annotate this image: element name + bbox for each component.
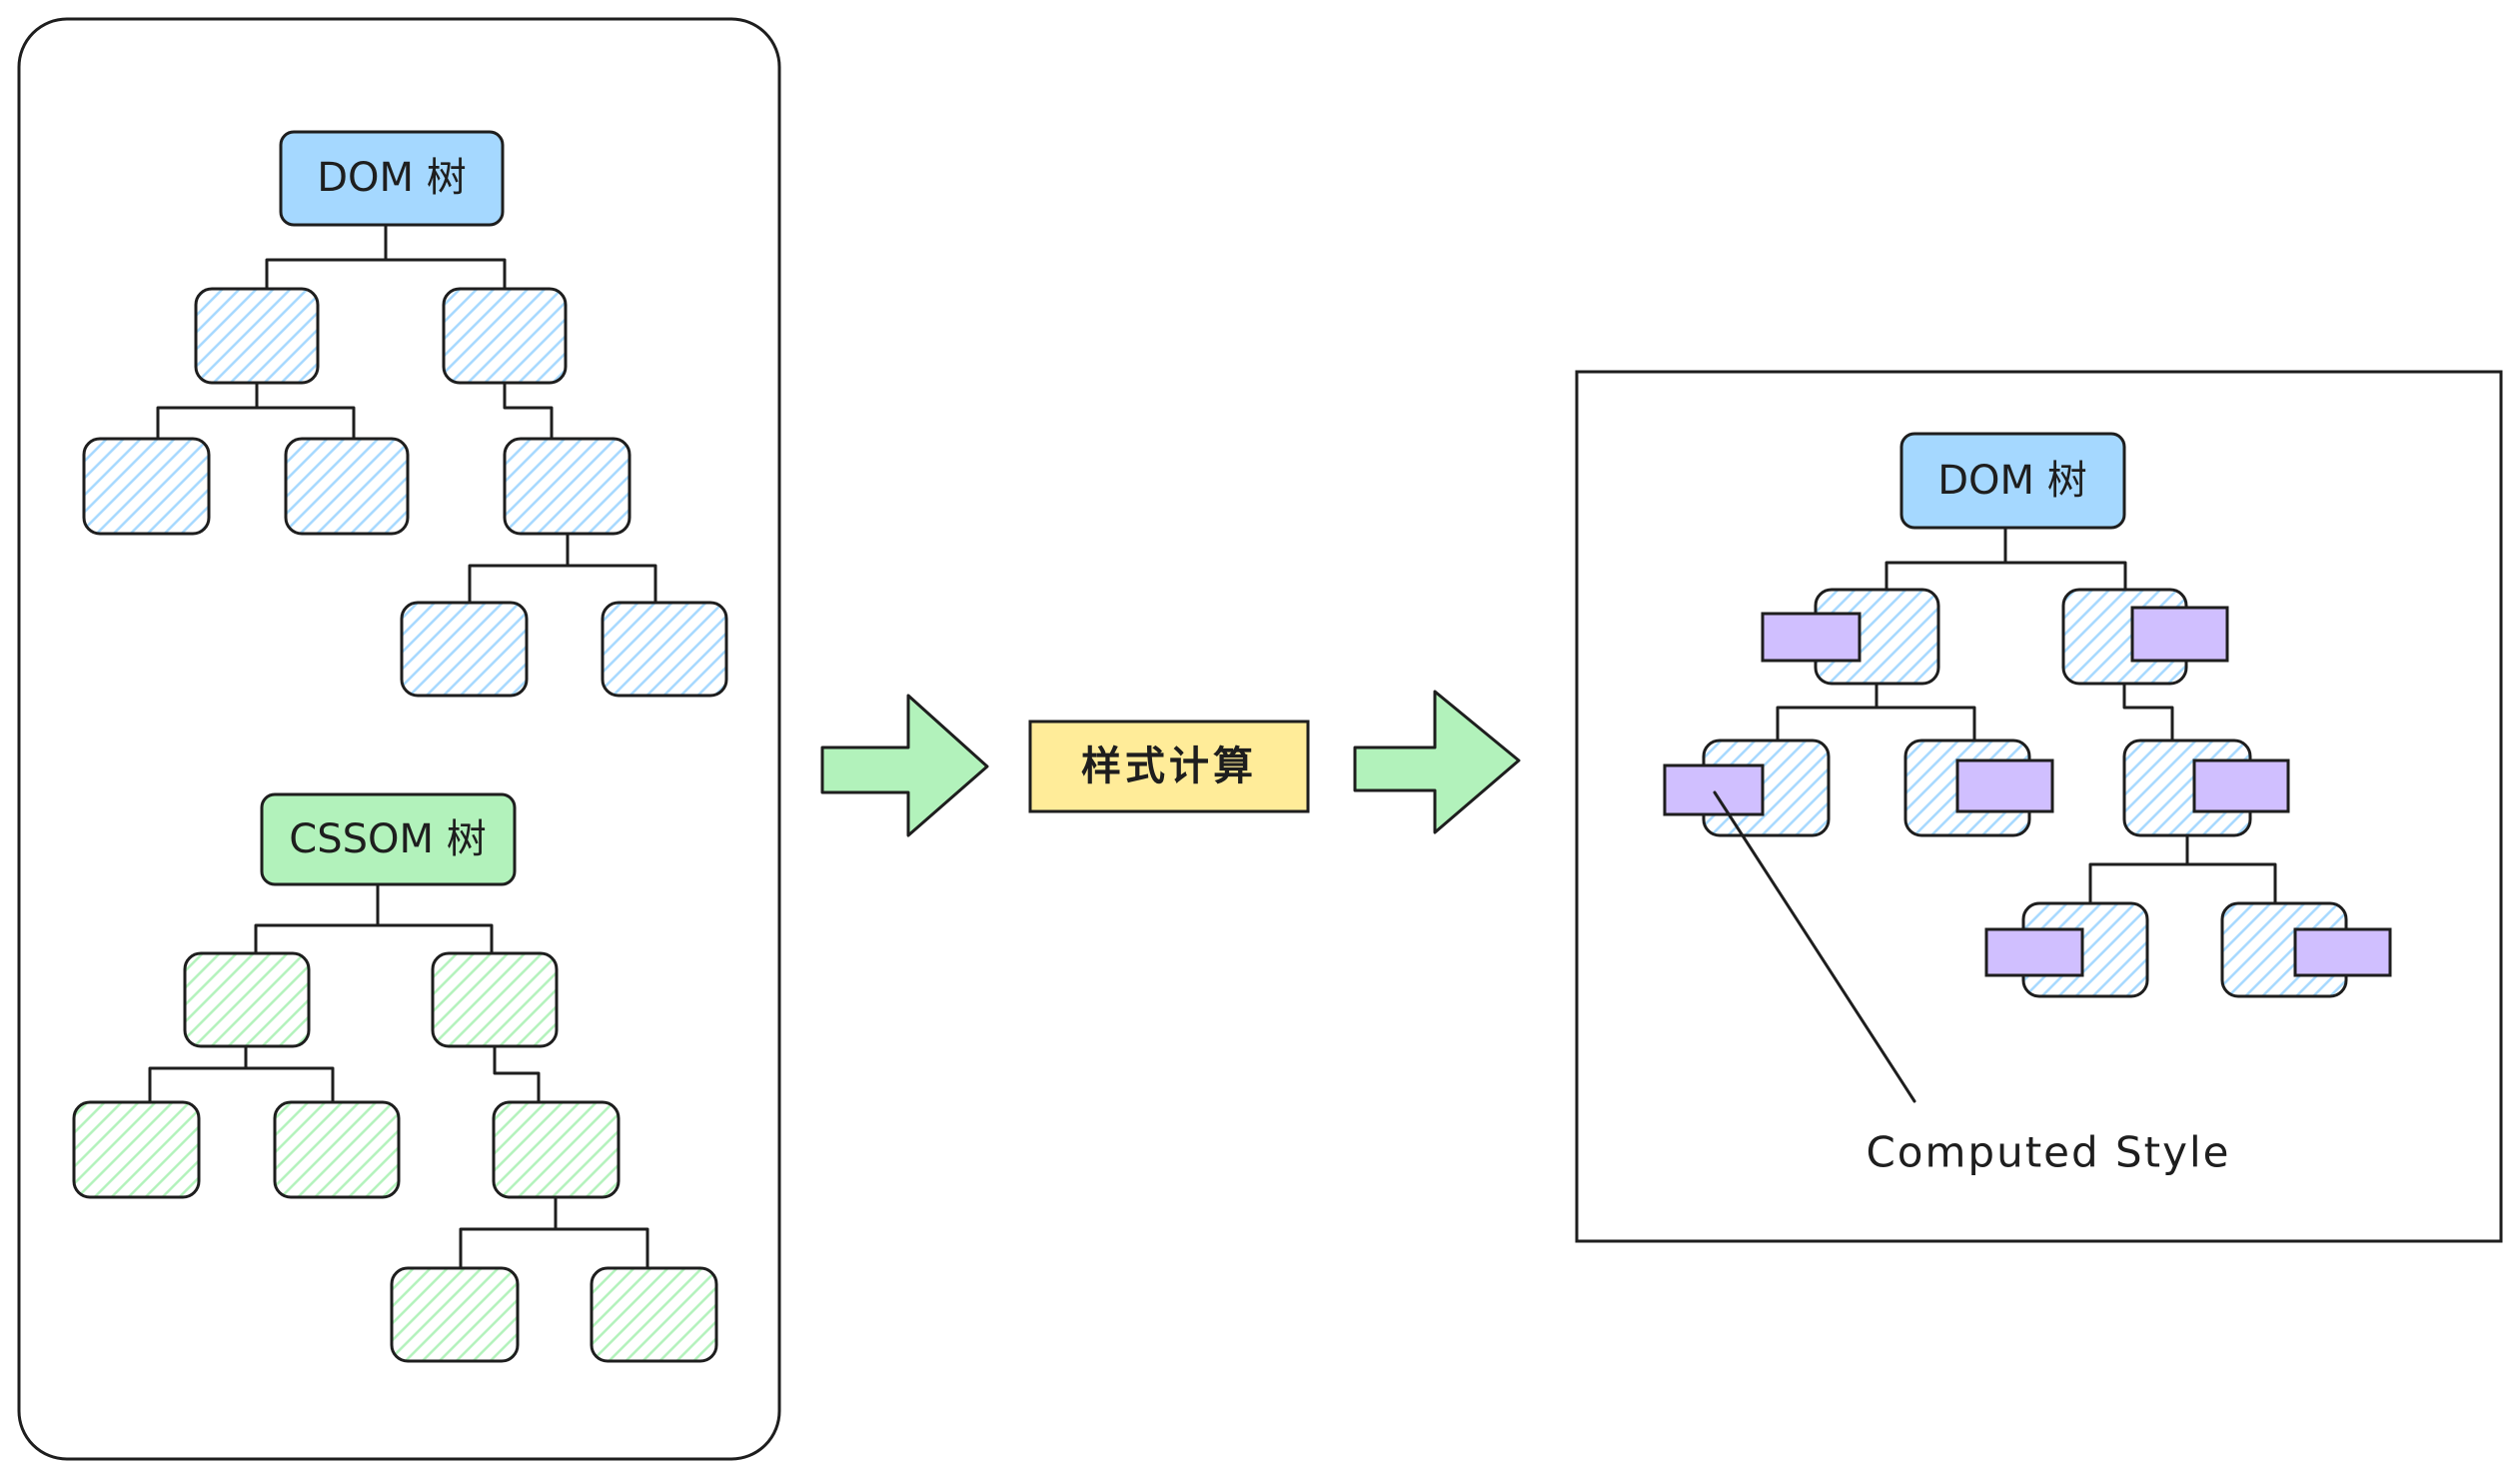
dom-tree-node (82, 437, 211, 536)
cssom-tree-root-node (260, 792, 517, 886)
cssom-tree-node (590, 1266, 718, 1363)
computed-style-label: Computed Style (1866, 1128, 2230, 1177)
right-arrow-icon (1353, 690, 1521, 834)
cssom-tree-node (183, 951, 311, 1048)
dom-tree-node (400, 601, 529, 698)
computed-style-box (1761, 612, 1862, 663)
computed-style-box (1955, 758, 2054, 813)
dom-tree: DOM 树 (82, 130, 728, 698)
left-panel-frame (17, 17, 781, 1461)
cssom-tree: CSSOM 树 (72, 792, 718, 1363)
computed-style-box (2130, 606, 2229, 663)
computed-style-box (2293, 927, 2392, 977)
style-calculation-label: 样式计算 (1081, 743, 1257, 789)
cssom-tree-node (273, 1100, 401, 1199)
dom-tree-node (503, 437, 631, 536)
style-calculation-step: 样式计算 (1028, 720, 1310, 813)
result-dom-tree-root-node (1899, 432, 2126, 530)
computed-style-box (2192, 758, 2290, 813)
cssom-tree-node (390, 1266, 520, 1363)
right-arrow-icon (820, 694, 989, 837)
computed-style-box (1984, 927, 2084, 977)
cssom-tree-node (431, 951, 559, 1048)
result-panel: DOM 树 Computed Style (1575, 370, 2503, 1243)
dom-tree-label: DOM 树 (317, 155, 467, 201)
dom-tree-root-node (279, 130, 505, 227)
dom-tree-node (442, 287, 568, 385)
dom-tree-node (601, 601, 728, 698)
tree-connector (148, 882, 649, 1270)
result-panel-frame (1575, 370, 2503, 1243)
dom-tree-node (194, 287, 320, 385)
cssom-tree-node (72, 1100, 201, 1199)
tree-connector (1776, 526, 2277, 905)
dom-tree-node (284, 437, 410, 536)
left-panel: DOM 树 CSSOM 树 (17, 17, 781, 1461)
style-calculation-box (1028, 720, 1310, 813)
cssom-tree-label: CSSOM 树 (289, 816, 486, 862)
tree-connector (156, 223, 657, 605)
annotation-line (1713, 790, 1916, 1103)
computed-style-box (1663, 763, 1765, 816)
result-dom-tree-label: DOM 树 (1937, 458, 2087, 504)
cssom-tree-node (492, 1100, 621, 1199)
